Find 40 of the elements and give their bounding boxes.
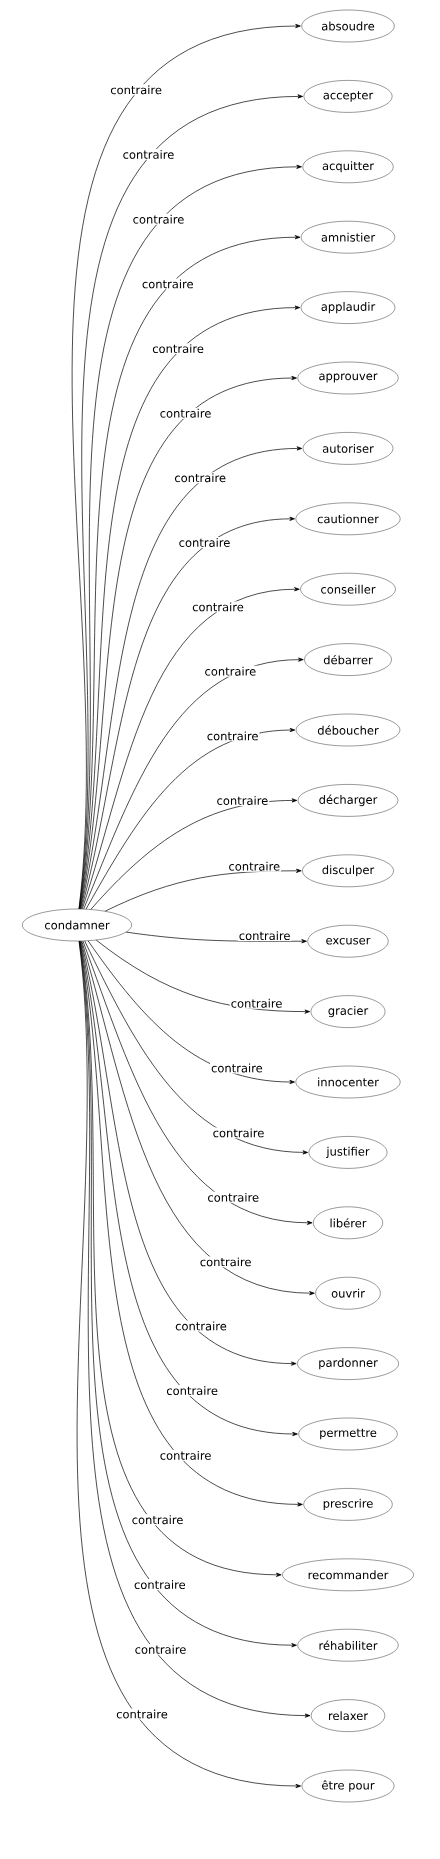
arrow (80, 446, 303, 910)
edge-label: contraire (231, 998, 282, 1008)
arrow (90, 798, 298, 910)
edge-label: contraire (211, 1063, 263, 1073)
edge-label: contraire (166, 1386, 218, 1395)
arrow (81, 940, 315, 1296)
arrow (95, 939, 311, 1014)
edge-label: contraire (142, 279, 193, 289)
edge-label: contraire (205, 666, 256, 676)
edge-label: contraire (110, 85, 162, 95)
edge-label: contraire (175, 1321, 227, 1331)
edge-label: contraire (208, 1192, 259, 1202)
arrow (82, 940, 313, 1225)
arrow (87, 940, 295, 1085)
edge-label: contraire (229, 861, 280, 871)
edge-label: contraire (174, 473, 226, 483)
edge-label: contraire (135, 1644, 186, 1654)
edge-label: contraire (134, 1580, 186, 1589)
arrow (81, 587, 300, 910)
edge-label: contraire (217, 796, 268, 805)
edge-label: contraire (132, 1515, 183, 1525)
arrow (85, 727, 296, 910)
arrow (125, 931, 307, 944)
edge-label: contraire (123, 149, 174, 159)
edge-label: contraire (192, 602, 244, 612)
edge-label: contraire (179, 538, 230, 547)
edge-label: contraire (160, 1450, 211, 1460)
edge-label: contraire (213, 1128, 264, 1138)
edge-label: contraire (239, 931, 290, 941)
edge-label: contraire (116, 1709, 168, 1719)
arrow (83, 657, 304, 910)
arrow (104, 868, 302, 912)
arrow (79, 940, 282, 1577)
edge-label: contraire (207, 731, 258, 741)
edge-label: contraire (160, 408, 211, 418)
edge-label: contraire (200, 1257, 251, 1267)
arrow (84, 940, 309, 1155)
arrow (81, 516, 295, 910)
edge-label: contraire (133, 214, 184, 224)
edge-label: contraire (152, 344, 204, 353)
